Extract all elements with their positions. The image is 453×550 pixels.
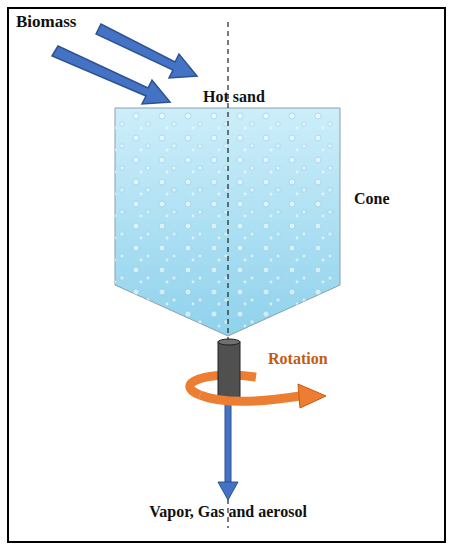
motion-label: Rotation bbox=[268, 350, 328, 368]
output-arrowhead bbox=[218, 482, 238, 500]
shaft bbox=[218, 342, 240, 402]
output-label: Vapor, Gas and aerosol bbox=[149, 503, 307, 521]
frame bbox=[8, 8, 445, 542]
rotation-arrow bbox=[200, 395, 300, 401]
input-label: Hot sand bbox=[203, 88, 265, 106]
shaft-top bbox=[218, 339, 240, 345]
input-label: Biomass bbox=[16, 12, 76, 32]
rotation-arrowhead bbox=[298, 384, 326, 408]
feed-arrow bbox=[96, 24, 197, 78]
part-label: Cone bbox=[354, 190, 390, 208]
output-arrow bbox=[225, 398, 231, 482]
